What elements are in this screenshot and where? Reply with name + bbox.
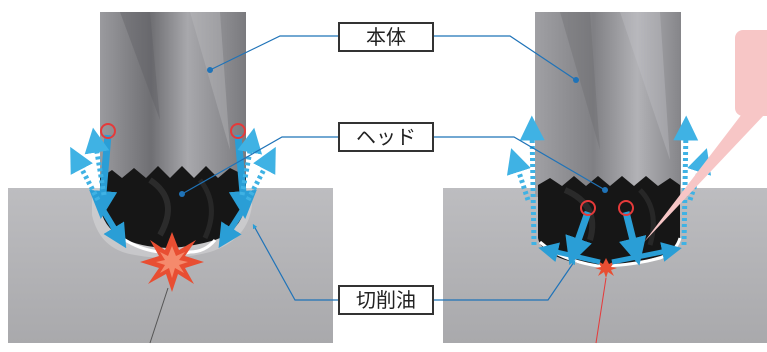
label-head: ヘッド	[338, 122, 434, 152]
circle-marker-icon	[580, 200, 596, 216]
left-panel	[8, 12, 333, 344]
leader-oil-right	[434, 260, 576, 301]
circle-marker-icon	[230, 123, 246, 139]
leader-oil-left	[252, 223, 338, 301]
label-cutting-oil: 切削油	[338, 285, 434, 315]
leader-head-left	[181, 136, 338, 195]
right-panel	[443, 12, 767, 344]
callout-box	[735, 30, 767, 116]
leader-body-right	[434, 35, 577, 81]
label-body: 本体	[338, 22, 434, 52]
circle-marker-icon	[100, 123, 116, 139]
leader-head-right	[434, 136, 606, 191]
leader-lines	[179, 35, 608, 301]
oil-arrow-right-1	[565, 210, 592, 266]
shank-left	[100, 12, 246, 190]
oil-arrow-right-2	[619, 211, 647, 266]
leader-body-left	[209, 35, 338, 71]
circle-marker-icon	[618, 200, 634, 216]
spark-icon	[595, 258, 617, 278]
shank-right	[535, 12, 681, 197]
spark-icon	[140, 232, 204, 292]
